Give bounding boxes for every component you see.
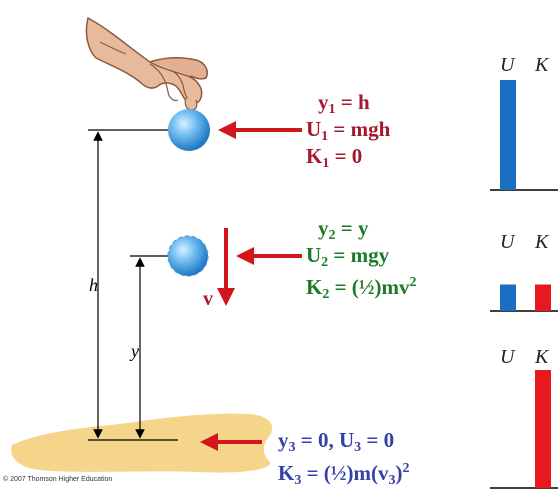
bar3-u-label: U xyxy=(500,346,515,368)
bar1-u-label: U xyxy=(500,54,515,76)
state1-y-label: y1 = h xyxy=(318,90,370,118)
pointer-arrow-2 xyxy=(236,247,302,265)
bar-chart-1-potential-bar xyxy=(500,80,516,190)
velocity-label: v xyxy=(203,288,213,310)
state1-u-label: U1 = mgh xyxy=(306,117,391,145)
state2-k-label: K2 = (½)mv2 xyxy=(306,275,417,302)
hand-illustration xyxy=(85,16,208,111)
energy-bar-charts xyxy=(490,80,558,489)
pointer-arrow-3 xyxy=(200,433,262,451)
h-label: h xyxy=(89,275,98,295)
bar-chart-2-kinetic-bar xyxy=(535,284,551,311)
ball-top xyxy=(168,109,210,151)
state3-k-label: K3 = (½)m(v3)2 xyxy=(278,461,410,488)
bar2-k-label: K xyxy=(535,231,549,253)
velocity-arrow xyxy=(217,228,235,306)
pointer-arrow-1 xyxy=(218,121,302,139)
state2-u-label: U2 = mgy xyxy=(306,243,390,271)
bar-chart-2-potential-bar xyxy=(500,284,516,311)
bar1-k-label: K xyxy=(535,54,549,76)
ground xyxy=(11,413,273,473)
bar-chart-3-kinetic-bar xyxy=(535,370,551,488)
state3-yu-label: y3 = 0, U3 = 0 xyxy=(278,428,395,456)
bar3-k-label: K xyxy=(535,346,549,368)
copyright-note: © 2007 Thomson Higher Education xyxy=(3,476,113,483)
ball-middle xyxy=(167,235,209,277)
y-label: y xyxy=(131,341,139,361)
state2-y-label: y2 = y xyxy=(318,216,369,244)
state1-k-label: K1 = 0 xyxy=(306,144,363,172)
bar2-u-label: U xyxy=(500,231,515,253)
